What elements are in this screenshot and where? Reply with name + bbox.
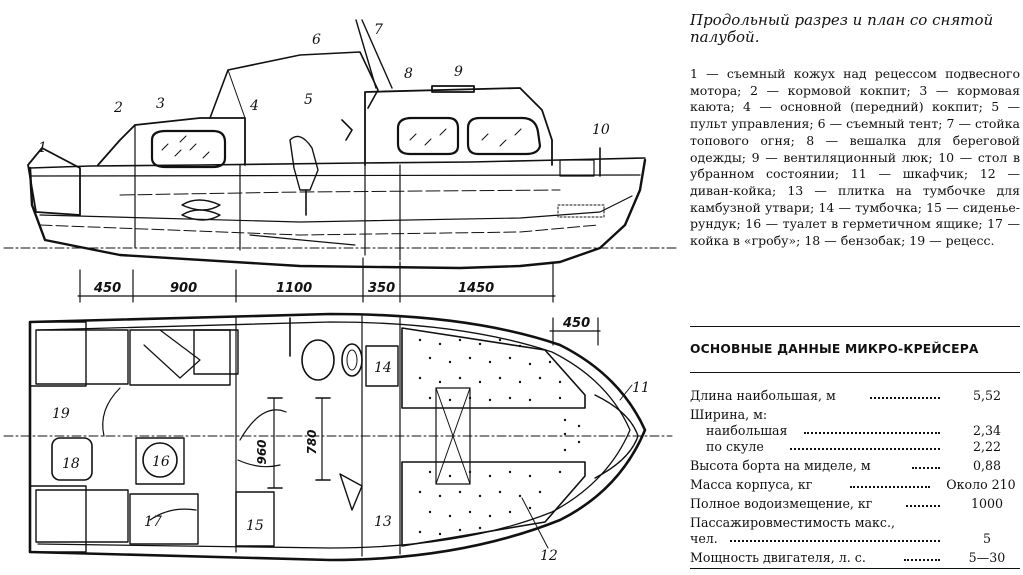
spec-row: чел. 5 — [690, 531, 1020, 550]
spec-name: Масса корпуса, кг — [690, 477, 813, 492]
legend-text: 1 — съемный кожух над рецессом подвесног… — [690, 66, 1020, 249]
text-panel: Продольный разрез и план со снятой палуб… — [690, 0, 1020, 575]
caption-title: Продольный разрез и план со снятой палуб… — [690, 11, 994, 46]
dot-leader — [790, 448, 940, 450]
part-label-13: 13 — [374, 514, 392, 530]
spec-value: 2,34 — [972, 423, 1002, 438]
boat-drawing: 1 2 3 4 5 6 7 8 9 10 11 12 13 14 15 16 1… — [3, 19, 677, 564]
spec-row: Мощность двигателя, л. с. 5—30 — [690, 550, 1020, 569]
part-label-7: 7 — [374, 22, 383, 38]
spec-value: 1000 — [970, 496, 1004, 511]
dot-leader — [730, 540, 940, 542]
dot-leader — [870, 397, 940, 399]
spec-value: 5,52 — [972, 388, 1002, 403]
part-label-1: 1 — [38, 140, 47, 156]
dot-leader — [850, 486, 930, 488]
part-label-17: 17 — [144, 514, 162, 530]
dimension-780: 780 — [305, 429, 319, 454]
part-label-5: 5 — [304, 92, 313, 108]
spec-value: 5—30 — [968, 550, 1006, 565]
part-label-11: 11 — [632, 380, 650, 396]
part-label-9: 9 — [454, 64, 463, 80]
dimension-1100: 1100 — [276, 281, 312, 296]
spec-name: Длина наибольшая, м — [690, 388, 836, 403]
spec-row: по скуле 2,22 — [690, 439, 1020, 458]
side-profile — [3, 19, 677, 270]
dot-leader — [906, 505, 940, 507]
cushion-pattern — [418, 338, 581, 536]
dimension-450-aft: 450 — [93, 281, 121, 296]
part-label-12: 12 — [540, 548, 558, 564]
spec-row: Масса корпуса, кг Около 210 — [690, 477, 1020, 496]
part-label-16: 16 — [152, 454, 170, 470]
dimension-line-side — [77, 257, 556, 303]
dimension-900: 900 — [170, 281, 197, 296]
spec-value: Около 210 — [946, 477, 1016, 492]
part-label-18: 18 — [62, 456, 80, 472]
spec-name: по скуле — [706, 439, 764, 454]
spec-name: Мощность двигателя, л. с. — [690, 550, 866, 565]
part-label-4: 4 — [249, 98, 259, 114]
specs-table: Длина наибольшая, м 5,52 Ширина, м: наиб… — [690, 388, 1020, 569]
spec-row: наибольшая 2,34 — [690, 423, 1020, 439]
spec-value: 0,88 — [972, 458, 1002, 473]
part-label-19: 19 — [52, 406, 70, 422]
specs-title: ОСНОВНЫЕ ДАННЫЕ МИКРО-КРЕЙСЕРА — [690, 342, 979, 356]
spec-name: Пассажировместимость макс., — [690, 515, 895, 530]
part-label-6: 6 — [312, 32, 321, 48]
dot-leader — [804, 432, 940, 434]
spec-row: Высота борта на миделе, м 0,88 — [690, 458, 1020, 477]
spec-name: Полное водоизмещение, кг — [690, 496, 873, 511]
part-label-3: 3 — [156, 96, 165, 112]
part-label-2: 2 — [113, 100, 123, 116]
part-label-8: 8 — [404, 66, 413, 82]
dimension-450-bow: 450 — [562, 316, 590, 331]
dot-leader — [912, 467, 940, 469]
dimension-350: 350 — [368, 281, 395, 296]
part-label-14: 14 — [374, 360, 392, 376]
spec-value: 5 — [982, 531, 991, 546]
spec-row: Полное водоизмещение, кг 1000 — [690, 496, 1020, 515]
divider-top — [690, 326, 1020, 327]
part-label-10: 10 — [592, 122, 610, 138]
dot-leader — [904, 559, 940, 561]
spec-row: Ширина, м: — [690, 407, 1020, 423]
spec-name: Ширина, м: — [690, 407, 768, 422]
dimension-1450: 1450 — [458, 281, 494, 296]
spec-name: чел. — [690, 531, 718, 546]
part-label-15: 15 — [246, 518, 264, 534]
spec-name: наибольшая — [706, 423, 788, 438]
spec-row: Пассажировместимость макс., — [690, 515, 1020, 531]
spec-value: 2,22 — [972, 439, 1002, 454]
dimension-960: 960 — [255, 439, 269, 464]
divider-middle — [690, 372, 1020, 373]
divider-bottom — [690, 568, 1020, 569]
spec-name: Высота борта на миделе, м — [690, 458, 871, 473]
spec-row: Длина наибольшая, м 5,52 — [690, 388, 1020, 407]
plan-view — [3, 312, 673, 562]
